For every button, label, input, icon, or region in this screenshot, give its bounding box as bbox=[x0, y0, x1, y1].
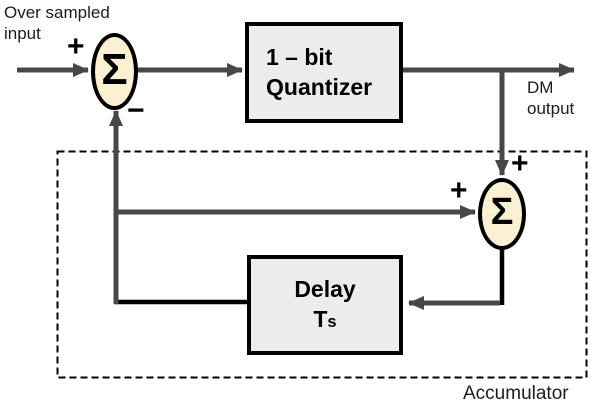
oversampled-input-label: Over sampled input bbox=[4, 3, 110, 44]
delay-block: Delay Ts bbox=[247, 255, 403, 355]
quantizer-label-line2: Quantizer bbox=[266, 73, 373, 100]
delay-label-line1: Delay bbox=[294, 276, 356, 303]
accumulator-summing-junction: Σ bbox=[478, 178, 526, 250]
plus-sign-feedback-branch: + bbox=[450, 174, 468, 207]
quantizer-label-line1: 1 – bit bbox=[266, 43, 333, 70]
dm-output-label-line1: DM bbox=[527, 78, 554, 97]
oversampled-input-label-line2: input bbox=[4, 23, 41, 43]
delay-label-line2: Ts bbox=[313, 305, 336, 335]
dm-output-label: DM output bbox=[527, 78, 574, 119]
delay-symbol-main: T bbox=[313, 306, 328, 332]
minus-sign-feedback: − bbox=[127, 94, 145, 127]
dm-output-label-line2: output bbox=[527, 98, 575, 118]
plus-sign-input: + bbox=[67, 30, 85, 63]
sigma-symbol: Σ bbox=[101, 44, 128, 94]
delay-symbol-subscript: s bbox=[327, 312, 337, 331]
accumulator-dashed-boundary bbox=[56, 150, 588, 379]
oversampled-input-label-line1: Over sampled bbox=[4, 3, 110, 22]
accumulator-label: Accumulator bbox=[463, 383, 569, 404]
plus-sign-dm-branch: + bbox=[511, 147, 529, 180]
sigma-symbol: Σ bbox=[490, 190, 514, 233]
input-summing-junction: Σ bbox=[91, 33, 138, 110]
quantizer-block: 1 – bit Quantizer bbox=[245, 22, 403, 123]
